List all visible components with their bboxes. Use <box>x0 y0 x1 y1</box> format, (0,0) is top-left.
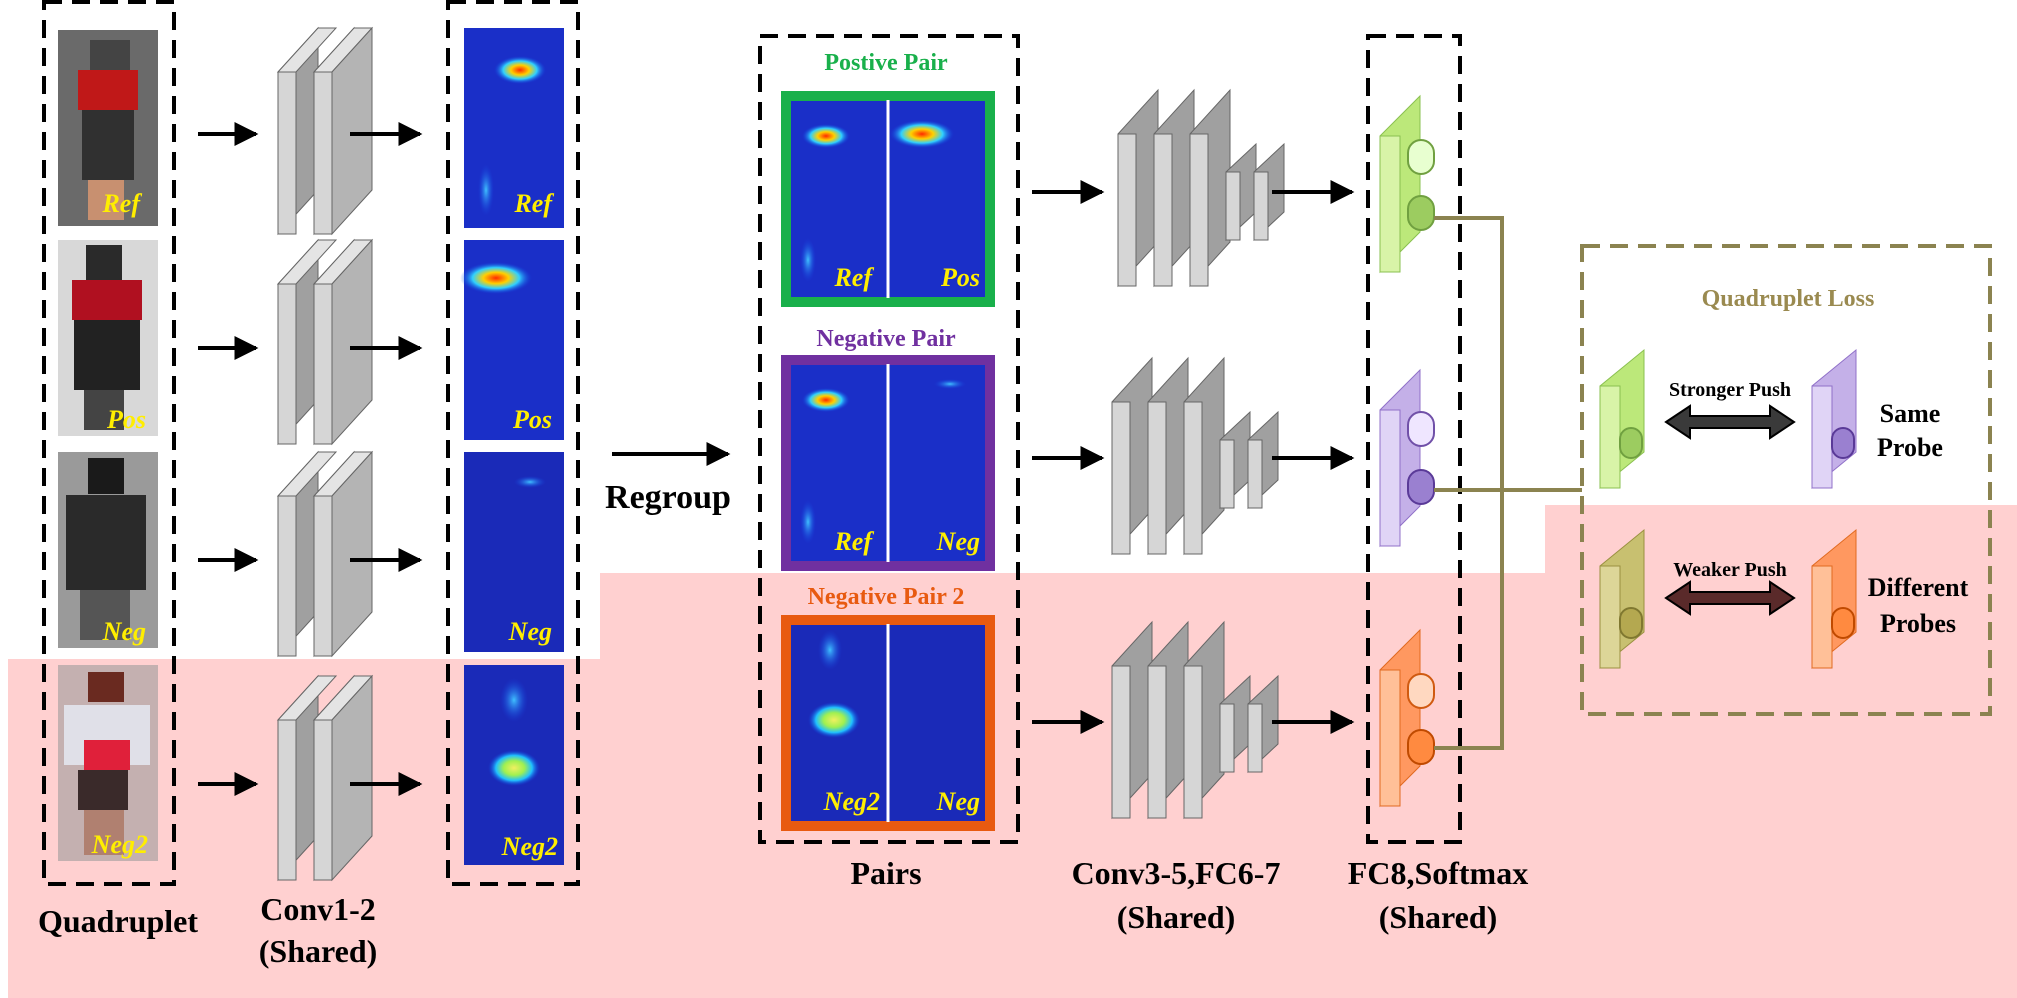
conv12-label: Conv1-2 <box>260 891 376 927</box>
conv35-label: Conv3-5,FC6-7 <box>1072 855 1281 891</box>
regroup-label: Regroup <box>605 479 731 516</box>
conv35-block-1 <box>1117 88 1285 288</box>
tag-negative-neg: Neg <box>936 527 980 556</box>
heatmap-pos <box>460 240 564 440</box>
heatmap-ref <box>464 28 564 228</box>
tag-negative-ref: Ref <box>833 527 874 556</box>
image-neg <box>58 452 158 648</box>
conv35-shared-label: (Shared) <box>1117 899 1236 935</box>
loss-orange-feature <box>1811 528 1857 670</box>
tag-neg-map: Neg <box>508 617 552 646</box>
loss-olive-feature <box>1599 528 1645 670</box>
quadruplet-box <box>42 0 176 886</box>
pairs-box <box>758 34 1020 844</box>
loss-green-feature <box>1599 348 1645 490</box>
fc8-orange <box>1379 628 1435 808</box>
negative-pair: Ref Neg <box>781 355 995 571</box>
heatmap-neg <box>464 452 564 652</box>
fc8-purple <box>1379 368 1435 548</box>
tag-pos-map: Pos <box>512 405 552 434</box>
fc8-green <box>1379 94 1435 274</box>
loss-title: Quadruplet Loss <box>1702 286 1875 312</box>
tag-negative2-neg: Neg <box>936 787 980 816</box>
negative-pair-title: Negative Pair <box>816 326 956 352</box>
image-ref <box>58 30 158 226</box>
fc8-box <box>1366 34 1462 844</box>
conv35-block-3 <box>1111 620 1279 820</box>
fc8-shared-label: (Shared) <box>1379 899 1498 935</box>
different-probes-label-1: Different <box>1868 573 1969 602</box>
tag-ref-image: Ref <box>101 189 142 218</box>
conv12-block-1 <box>276 26 374 236</box>
tag-neg2-map: Neg2 <box>501 832 558 861</box>
stronger-push-label: Stronger Push <box>1669 379 1791 401</box>
tag-negative2-neg2: Neg2 <box>823 787 880 816</box>
weaker-push-arrow <box>1664 580 1796 616</box>
pink-background <box>8 505 2017 998</box>
tag-pos-image: Pos <box>106 405 146 434</box>
same-probe-label-2: Probe <box>1877 433 1943 462</box>
positive-pair: Ref Pos <box>781 91 995 307</box>
tag-positive-pos: Pos <box>940 263 980 292</box>
conv12-block-4 <box>276 674 374 882</box>
stronger-push-arrow <box>1664 404 1796 440</box>
conv12-block-3 <box>276 450 374 658</box>
tag-ref-map: Ref <box>513 189 554 218</box>
tag-positive-ref: Ref <box>833 263 874 292</box>
heatmap-neg2 <box>464 665 564 865</box>
negative-pair-2-title: Negative Pair 2 <box>808 584 965 610</box>
image-neg2 <box>58 665 158 861</box>
fc8-label: FC8,Softmax <box>1348 855 1528 891</box>
positive-pair-title: Postive Pair <box>824 50 948 76</box>
tag-neg2-image: Neg2 <box>91 830 148 859</box>
pairs-label: Pairs <box>850 855 921 891</box>
heatmap-box <box>446 0 580 886</box>
conv35-block-2 <box>1111 356 1279 556</box>
weaker-push-label: Weaker Push <box>1673 559 1787 581</box>
negative-pair-2: Neg2 Neg <box>781 615 995 831</box>
conv12-shared-label: (Shared) <box>259 933 378 969</box>
tag-neg-image: Neg <box>102 617 146 646</box>
loss-box <box>1580 244 1992 716</box>
quadruplet-label: Quadruplet <box>38 903 198 939</box>
different-probes-label-2: Probes <box>1880 609 1956 638</box>
image-pos <box>58 240 158 436</box>
connector-green-orange <box>1434 216 1504 750</box>
conv12-block-2 <box>276 238 374 446</box>
loss-purple-feature <box>1811 348 1857 490</box>
same-probe-label-1: Same <box>1880 399 1941 428</box>
